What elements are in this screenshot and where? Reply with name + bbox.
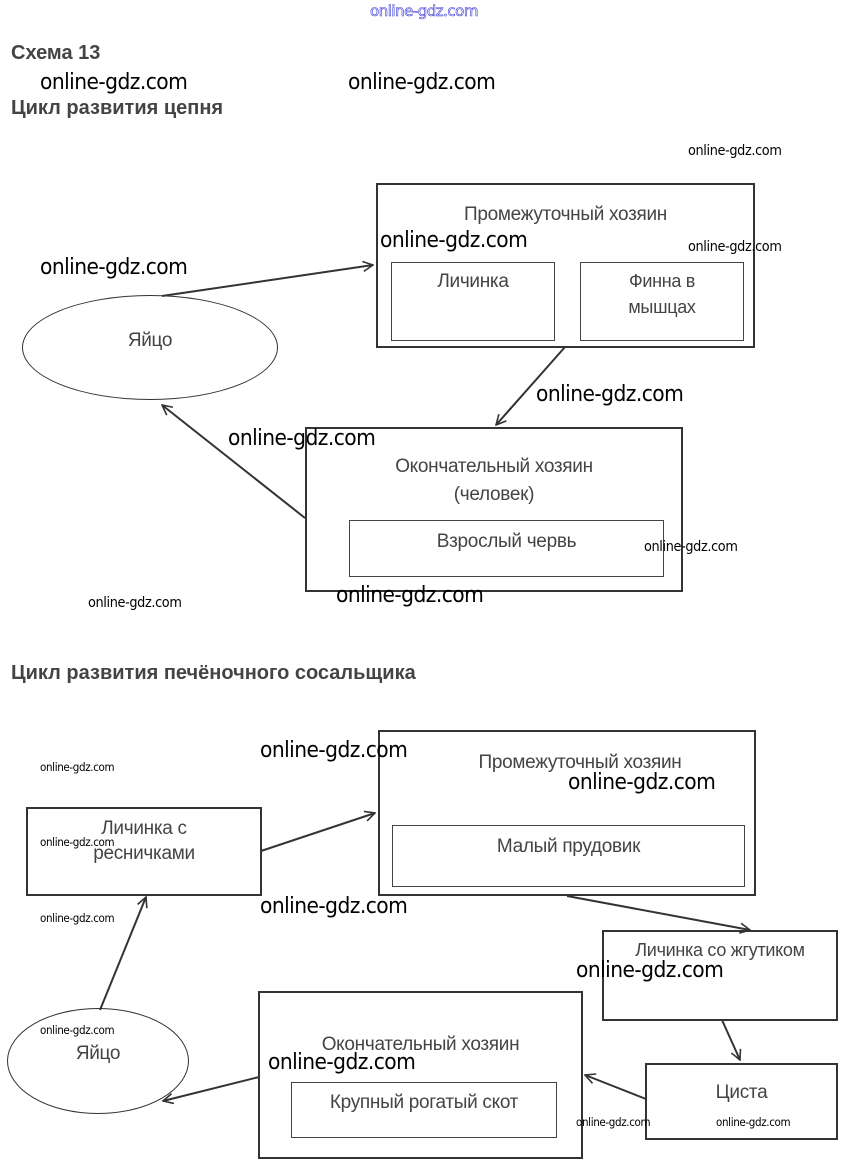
scheme-title: Схема 13 [11, 42, 101, 64]
ciliated-larva-line1: Личинка с [101, 818, 187, 839]
watermark: online-gdz.com [260, 738, 408, 763]
cyst-box [645, 1063, 838, 1140]
flagellated-larva-label: Личинка со жгутиком [635, 940, 805, 960]
intermediate-host-title: Промежуточный хозяин [464, 204, 667, 225]
pond-snail-label: Малый прудовик [496, 836, 641, 857]
watermark: online-gdz.com [40, 911, 115, 925]
watermark: online-gdz.com [536, 382, 684, 407]
arrow-egg-to-intermediate [161, 265, 373, 297]
watermark: online-gdz.com [40, 760, 115, 774]
watermark: online-gdz.com [576, 1115, 651, 1129]
larva-box [391, 262, 555, 341]
watermark: online-gdz.com [40, 835, 115, 849]
site-watermark: online-gdz.com [370, 2, 479, 21]
watermark: online-gdz.com [568, 770, 716, 795]
cattle-box [291, 1082, 557, 1138]
watermark: online-gdz.com [644, 539, 738, 555]
intermediate-host-box [376, 183, 755, 348]
diagram2-title: Цикл развития печёночного сосальщика [11, 662, 416, 684]
arrow-cyst-to-final [585, 1075, 647, 1100]
watermark: online-gdz.com [40, 1023, 115, 1037]
ciliated-larva-box [26, 807, 262, 896]
watermark: online-gdz.com [268, 1050, 416, 1075]
final-host2-box [258, 991, 583, 1159]
adult-worm-label: Взрослый червь [436, 531, 577, 552]
pond-snail-box [392, 825, 745, 887]
finna-box [580, 262, 744, 341]
cyst-label: Циста [715, 1082, 768, 1103]
egg2-node [7, 1008, 189, 1114]
ciliated-larva-line2: ресничками [93, 843, 195, 864]
final-host-box [305, 427, 683, 592]
arrow-flagellated-to-cyst [721, 1019, 740, 1060]
finna-label-line1: Финна в [628, 271, 696, 291]
larva-label: Личинка [437, 271, 509, 292]
watermark: online-gdz.com [380, 228, 528, 253]
arrow-larva-to-intermediate [260, 813, 375, 852]
adult-worm-box [349, 520, 664, 577]
watermark: online-gdz.com [260, 894, 408, 919]
watermark: online-gdz.com [348, 70, 496, 95]
watermark: online-gdz.com [40, 70, 188, 95]
watermark: online-gdz.com [688, 143, 782, 159]
arrow-final-to-egg [162, 405, 306, 519]
flagellated-larva-box [602, 930, 838, 1021]
final-host-title-line2: (человек) [453, 484, 535, 505]
intermediate-host2-title: Промежуточный хозяин [478, 752, 682, 773]
egg2-label: Яйцо [75, 1043, 121, 1064]
watermark: online-gdz.com [576, 958, 724, 983]
watermark: online-gdz.com [228, 426, 376, 451]
final-host2-title: Окончательный хозяин [321, 1034, 520, 1055]
diagram1-title: Цикл развития цепня [11, 97, 224, 119]
watermark: online-gdz.com [688, 239, 782, 255]
final-host-title-line1: Окончательный хозяин [395, 456, 593, 477]
egg-label: Яйцо [127, 330, 173, 351]
watermark: online-gdz.com [40, 255, 188, 280]
intermediate-host2-box [378, 730, 756, 896]
cattle-label: Крупный рогатый скот [329, 1092, 519, 1113]
arrow-intermediate-to-flagellated [566, 895, 750, 930]
watermark: online-gdz.com [336, 583, 484, 608]
watermark: online-gdz.com [88, 595, 182, 611]
watermark: online-gdz.com [716, 1115, 791, 1129]
finna-label-line2: мышцах [628, 297, 696, 317]
egg-node [22, 295, 278, 400]
